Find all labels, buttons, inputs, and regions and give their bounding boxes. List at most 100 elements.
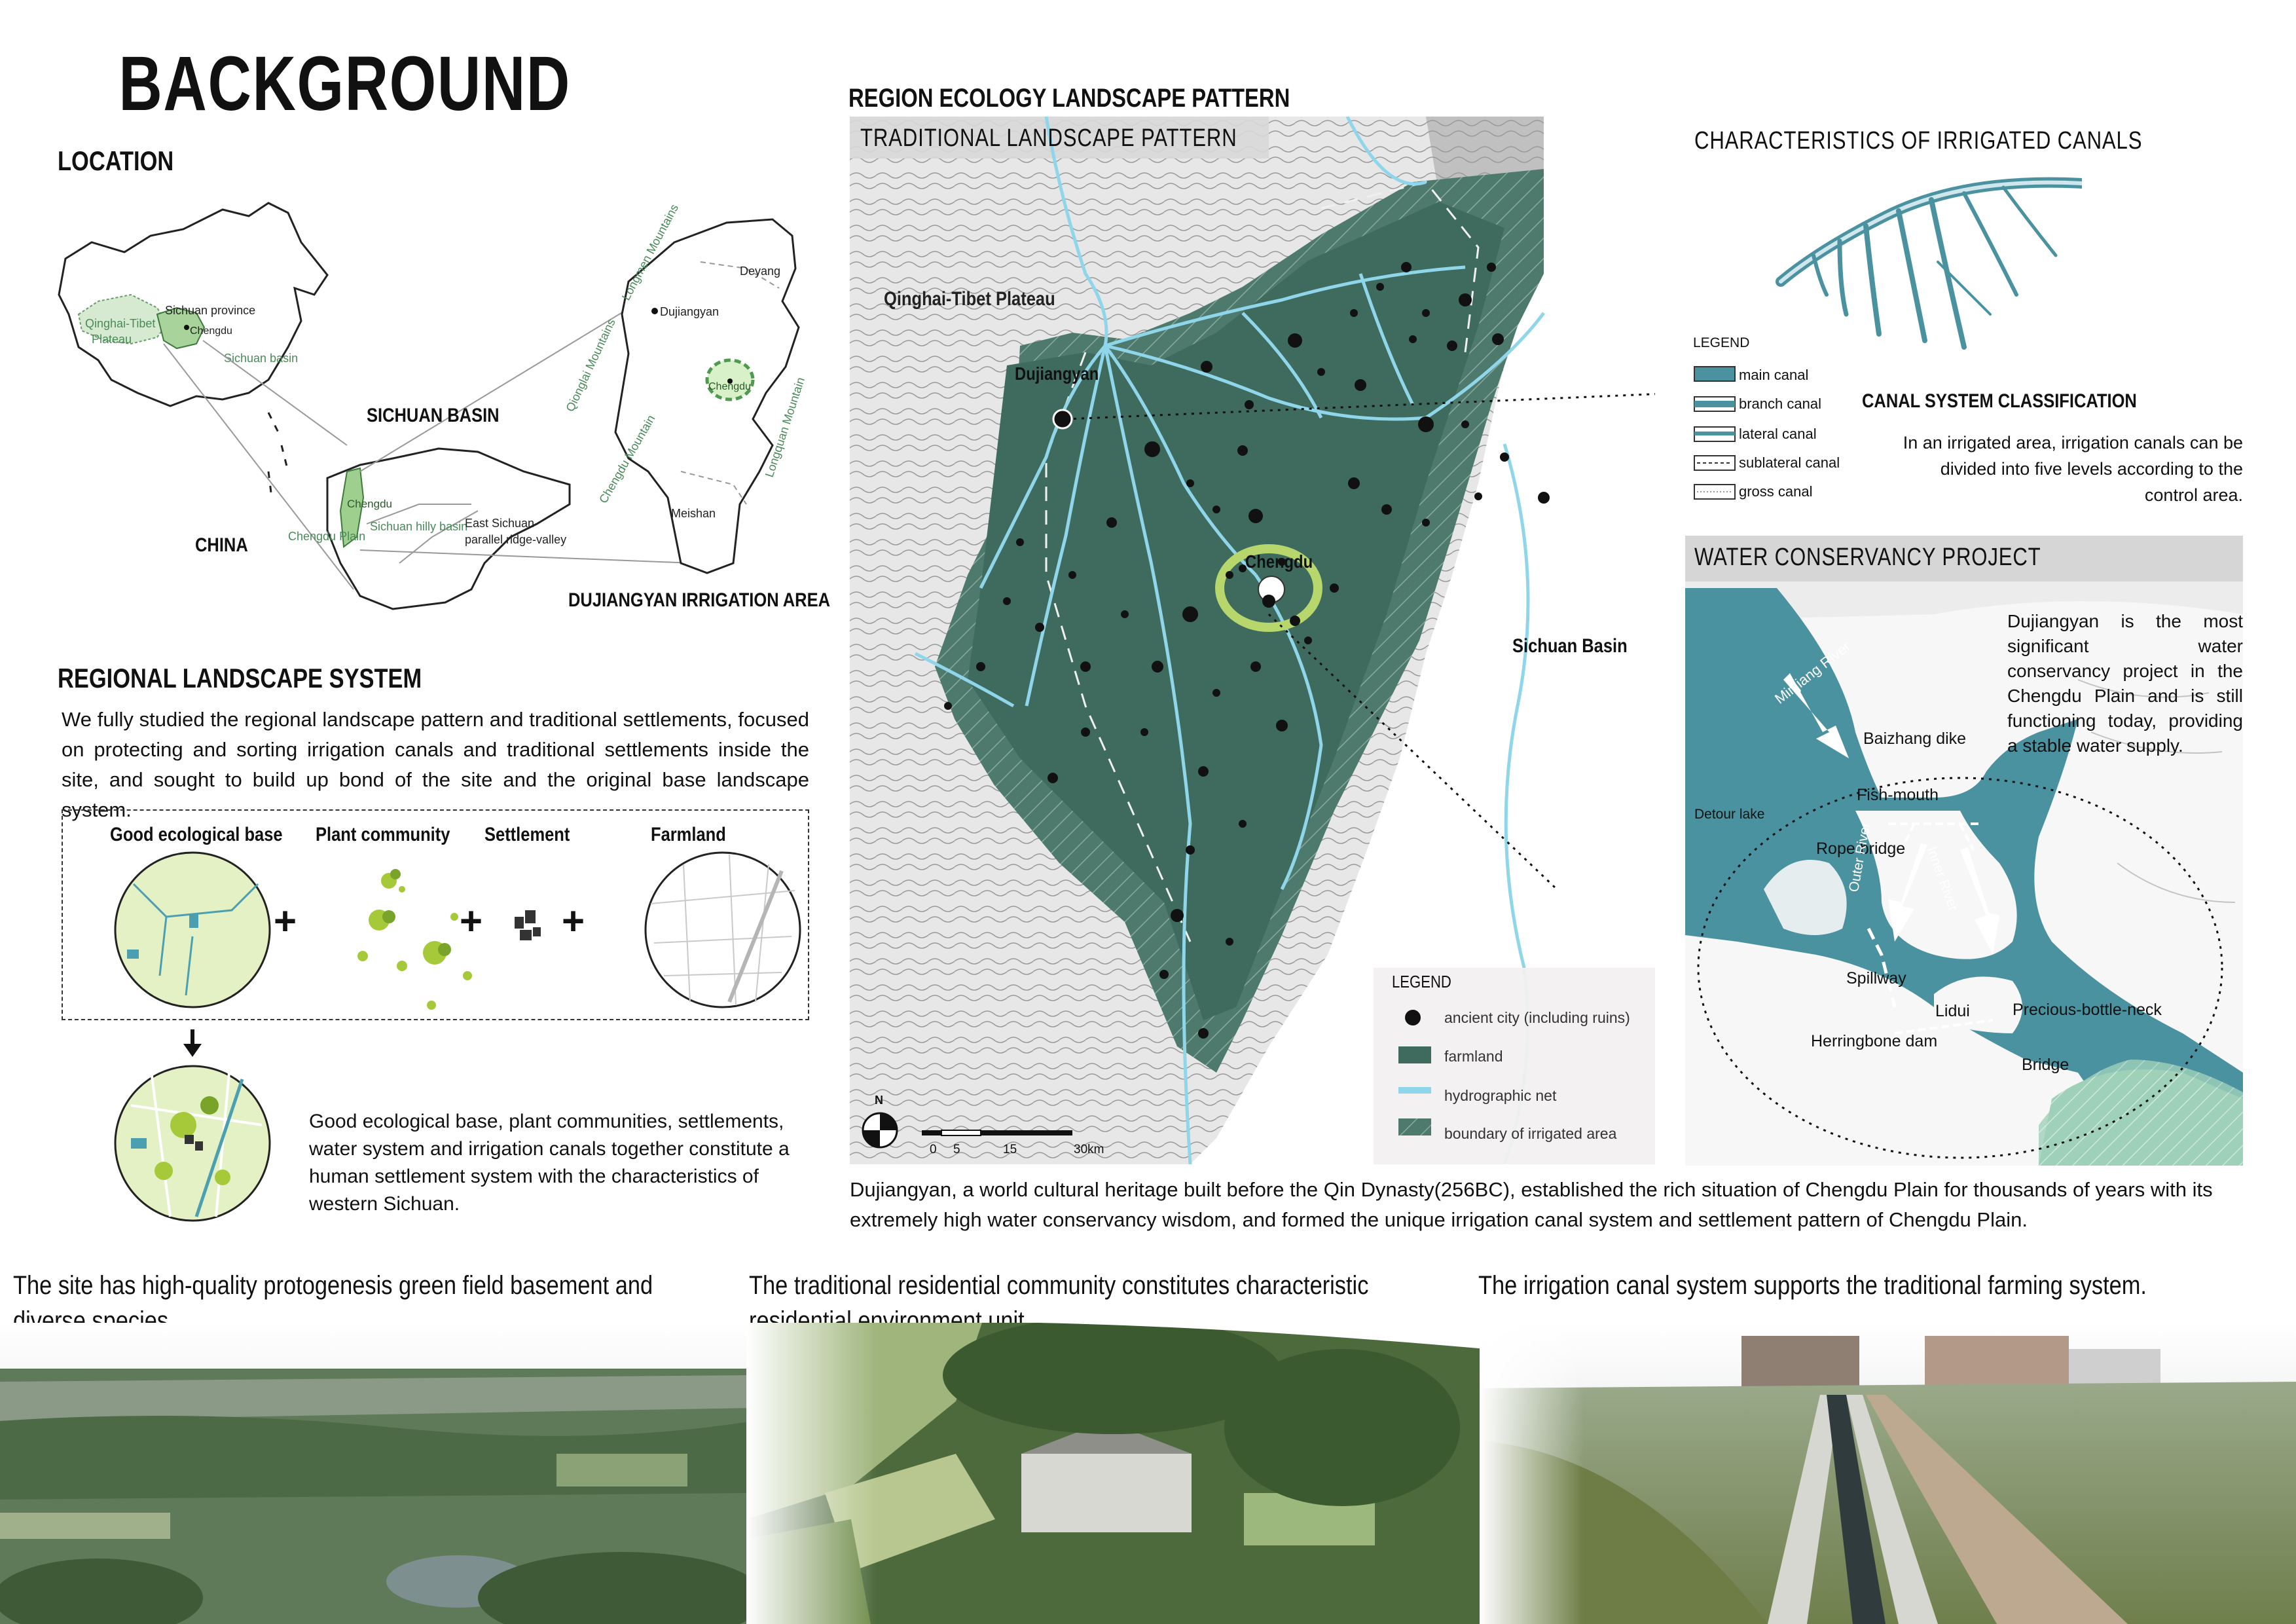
- component-label-ecological: Good ecological base: [110, 824, 283, 845]
- photo-green-field: [0, 1323, 766, 1624]
- canal-classification-text: In an irrigated area, irrigation canals …: [1903, 433, 2243, 505]
- photo-irrigation-canal: [1480, 1323, 2296, 1624]
- irrigation-area-outline: [614, 218, 800, 574]
- svg-text:Plateau: Plateau: [92, 333, 132, 346]
- ecological-base-circle: [114, 851, 271, 1008]
- arrow-down-icon: [183, 1044, 202, 1057]
- detour-lake-label: Detour lake: [1694, 807, 1765, 822]
- water-project-map: [1685, 536, 2243, 1166]
- flow-arrows: [1783, 673, 1999, 955]
- scale-tick-5: 5: [953, 1143, 960, 1156]
- canals-heading: CHARACTERISTICS OF IRRIGATED CANALS: [1694, 127, 2143, 155]
- scale-bar: [862, 1112, 1072, 1149]
- svg-text:Dujiangyan: Dujiangyan: [660, 305, 719, 318]
- region-map-heading: REGION ECOLOGY LANDSCAPE PATTERN: [848, 84, 1290, 113]
- spillway-label: Spillway: [1846, 969, 1906, 987]
- photo-caption-3: The irrigation canal system supports the…: [1478, 1271, 2147, 1300]
- dujiangyan-label: Dujiangyan: [1015, 363, 1099, 384]
- settlement-icon: [515, 910, 541, 940]
- north-arrow-icon: [880, 1113, 897, 1130]
- baizhang-label: Baizhang dike: [1863, 729, 1967, 748]
- map-legend-title: LEGEND: [1392, 972, 1451, 991]
- fish-mouth-label: Fish-mouth: [1857, 786, 1939, 804]
- tibet-region: [77, 293, 168, 345]
- china-outline: [58, 202, 329, 407]
- legend-ancient-city: ancient city (including ruins): [1444, 1009, 1630, 1026]
- legend-farmland: farmland: [1444, 1048, 1503, 1065]
- svg-text:Sichuan province: Sichuan province: [165, 304, 255, 317]
- precious-bottle-neck-label: Precious-bottle-neck: [2013, 1001, 2162, 1019]
- plus-1: +: [274, 899, 297, 943]
- plant-community-icon: [357, 869, 472, 1010]
- canal-legend-lateral: lateral canal: [1739, 426, 1817, 442]
- water-project-description: Dujiangyan is the most significant water…: [2007, 611, 2243, 756]
- component-label-farmland: Farmland: [651, 824, 726, 845]
- component-label-plant: Plant community: [316, 824, 450, 845]
- location-map: Qinghai-Tibet Plateau Sichuan province C…: [58, 202, 807, 610]
- page-title: BACKGROUND: [118, 41, 571, 127]
- photo-strip: [0, 1323, 2296, 1624]
- canal-legend-sublateral: sublateral canal: [1739, 454, 1840, 471]
- north-label: N: [875, 1094, 883, 1107]
- ancient-cities: [944, 262, 1550, 1039]
- component-label-settlement: Settlement: [484, 824, 570, 845]
- region-map-subheading: TRADITIONAL LANDSCAPE PATTERN: [860, 124, 1237, 152]
- region-ecology-map: [850, 117, 1655, 1164]
- legend-river-swatch: [1398, 1087, 1431, 1094]
- canal-legend-branch: branch canal: [1739, 396, 1821, 412]
- photo-caption-2: The traditional residential community co…: [749, 1271, 1369, 1335]
- result-text: Good ecological base, plant communities,…: [309, 1111, 790, 1215]
- sichuan-region: [156, 306, 206, 350]
- chengdu-ring: [1215, 544, 1322, 632]
- farmland-circle: [644, 851, 801, 1008]
- canal-diagram: [1776, 177, 2082, 350]
- china-label: CHINA: [195, 534, 248, 556]
- components-diagram: [114, 851, 801, 1010]
- canal-legend-title: LEGEND: [1693, 335, 1750, 350]
- svg-text:Chengdu: Chengdu: [347, 498, 392, 510]
- location-heading: LOCATION: [58, 145, 174, 176]
- scale-tick-15: 15: [1003, 1143, 1017, 1156]
- region-map-caption: Dujiangyan, a world cultural heritage bu…: [850, 1178, 2213, 1231]
- result-circle: [114, 1065, 271, 1222]
- sichuan-basin-outline: [326, 447, 571, 610]
- svg-text:Qinghai-Tibet: Qinghai-Tibet: [85, 317, 155, 330]
- scale-tick-30: 30km: [1074, 1143, 1104, 1156]
- flow-arrow-icon: [1783, 673, 1849, 758]
- hatch-icon: [1398, 1118, 1431, 1135]
- chengdu-plain-region: [339, 467, 365, 548]
- svg-text:Deyang: Deyang: [740, 265, 780, 278]
- plus-3: +: [562, 899, 585, 943]
- bridge-label: Bridge: [2022, 1056, 2069, 1074]
- svg-text:Chengdu: Chengdu: [708, 381, 751, 392]
- scale-tick-0: 0: [930, 1143, 937, 1156]
- legend-farmland-swatch: [1398, 1046, 1431, 1063]
- svg-text:Chengdu: Chengdu: [190, 325, 232, 337]
- chengdu-label: Chengdu: [1245, 551, 1313, 572]
- legend-hydrographic: hydrographic net: [1444, 1087, 1557, 1104]
- herringbone-label: Herringbone dam: [1811, 1032, 1938, 1050]
- svg-text:East Sichuan: East Sichuan: [465, 517, 534, 530]
- regional-heading: REGIONAL LANDSCAPE SYSTEM: [58, 663, 422, 693]
- canal-legend-swatches: [1694, 366, 1736, 500]
- rope-bridge-label: Rope bridge: [1816, 840, 1906, 858]
- plus-2: +: [460, 899, 483, 943]
- svg-text:Sichuan hilly basin: Sichuan hilly basin: [370, 520, 467, 533]
- result-diagram: [114, 1029, 271, 1222]
- canal-legend-main: main canal: [1739, 367, 1809, 383]
- canal-legend-gross: gross canal: [1739, 483, 1813, 500]
- svg-text:Sichuan basin: Sichuan basin: [224, 352, 298, 365]
- legend-boundary: boundary of irrigated area: [1444, 1125, 1617, 1142]
- water-project-heading: WATER CONSERVANCY PROJECT: [1694, 544, 2041, 571]
- svg-text:Longquan Mountain: Longquan Mountain: [763, 376, 807, 479]
- lidui-label: Lidui: [1935, 1002, 1970, 1020]
- canal-classification-title: CANAL SYSTEM CLASSIFICATION: [1862, 390, 2137, 412]
- sichuan-basin-map-label: Sichuan Basin: [1512, 635, 1628, 657]
- irrigation-area-label: DUJIANGYAN IRRIGATION AREA: [568, 589, 831, 611]
- svg-text:Chengdu Plain: Chengdu Plain: [288, 530, 365, 543]
- legend-dot-icon: [1405, 1010, 1421, 1025]
- regional-paragraph: We fully studied the regional landscape …: [62, 708, 809, 821]
- components-box: [62, 809, 809, 1020]
- svg-text:parallel ridge-valley: parallel ridge-valley: [465, 533, 566, 546]
- sichuan-basin-label: SICHUAN BASIN: [367, 405, 500, 426]
